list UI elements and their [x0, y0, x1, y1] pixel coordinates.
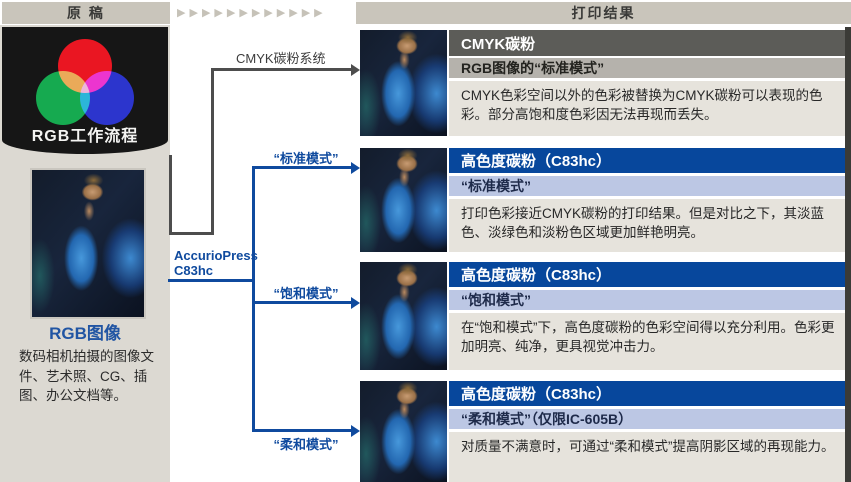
header-original-label: 原 稿 [67, 5, 105, 21]
result-body-cmyk: CMYK色彩空间以外的色彩被替换为CMYK碳粉可以表现的色彩。部分高饱和度色彩因… [449, 81, 845, 136]
result-subtitle-standard: “标准模式” [449, 176, 845, 196]
flow-line-soft-mode [252, 429, 352, 432]
result-title-soft: 高色度碳粉（C83hc） [449, 381, 845, 406]
saturation-mode-label: “饱和模式” [273, 286, 339, 301]
rgb-workflow-panel: RGB工作流程 [2, 27, 168, 154]
standard-mode-arrow-icon [351, 161, 360, 174]
result-title-cmyk: CMYK碳粉 [449, 30, 845, 56]
right-arrow-icon: ▶ [177, 6, 186, 19]
blue-circle-icon [80, 71, 134, 125]
result-photo-standard [360, 148, 447, 252]
right-arrow-icon: ▶ [314, 6, 323, 19]
rgb-source-image [30, 168, 146, 319]
soft-mode-arrow-icon [351, 424, 360, 437]
flow-line-gray-horizontal-low [169, 232, 214, 235]
right-arrow-icon: ▶ [251, 6, 261, 19]
header-print-result-label: 打印结果 [571, 5, 636, 21]
flow-line-blue-feed [168, 279, 255, 282]
result-subtitle-cmyk: RGB图像的“标准模式” [449, 58, 845, 78]
flow-line-gray-vertical-main [211, 68, 214, 235]
source-description: 数码相机拍摄的图像文件、艺术照、CG、插图、办公文档等。 [19, 349, 154, 403]
header-original: 原 稿 [2, 2, 170, 24]
device-label-line1: AccurioPress [174, 248, 258, 263]
right-arrow-icon: ▶ [226, 6, 236, 19]
result-photo-saturation [360, 262, 447, 370]
workflow-title: RGB工作流程 [31, 128, 139, 145]
right-arrow-icon: ▶ [289, 6, 298, 19]
flow-line-standard-mode [252, 166, 352, 169]
page-edge-strip [845, 27, 851, 482]
result-title-saturation: 高色度碳粉（C83hc） [449, 262, 845, 287]
device-label: AccurioPress C83hc [174, 248, 258, 278]
flow-line-gray-to-cmyk [211, 68, 352, 71]
header-print-result: 打印结果 [356, 2, 851, 24]
result-title-standard: 高色度碳粉（C83hc） [449, 148, 845, 173]
result-body-standard: 打印色彩接近CMYK碳粉的打印结果。但是对比之下，其淡蓝色、淡绿色和淡粉色区域更… [449, 199, 845, 252]
standard-mode-label: “标准模式” [273, 151, 339, 166]
flow-line-blue-trunk [252, 166, 255, 432]
result-photo-cmyk [360, 30, 447, 136]
result-subtitle-soft: “柔和模式”（仅限IC-605B） [449, 409, 845, 429]
rgb-image-label: RGB图像 [49, 324, 121, 343]
right-arrow-icon: ▶ [301, 6, 311, 19]
result-photo-soft [360, 381, 447, 482]
flow-line-saturation-mode [252, 301, 352, 304]
flow-line-gray-vertical-left [169, 155, 172, 235]
result-body-saturation: 在“饱和模式”下，高色度碳粉的色彩空间得以充分利用。色彩更加明亮、纯净，更具视觉… [449, 313, 845, 370]
cmyk-arrow-icon [351, 63, 360, 76]
soft-mode-label: “柔和模式” [273, 437, 339, 452]
flow-direction-arrows: ▶▶▶▶▶▶▶▶▶▶▶▶ [177, 4, 323, 22]
right-arrow-icon: ▶ [239, 6, 248, 19]
result-body-soft: 对质量不满意时，可通过“柔和模式”提高阴影区域的再现能力。 [449, 432, 845, 482]
right-arrow-icon: ▶ [214, 6, 223, 19]
saturation-mode-arrow-icon [351, 296, 360, 309]
device-label-line2: C83hc [174, 263, 214, 278]
right-arrow-icon: ▶ [201, 6, 211, 19]
right-arrow-icon: ▶ [189, 6, 198, 19]
cmyk-branch-label: CMYK碳粉系统 [236, 51, 326, 66]
result-subtitle-saturation: “饱和模式” [449, 290, 845, 310]
right-arrow-icon: ▶ [276, 6, 286, 19]
right-arrow-icon: ▶ [264, 6, 273, 19]
rgb-venn-icon [30, 39, 140, 127]
